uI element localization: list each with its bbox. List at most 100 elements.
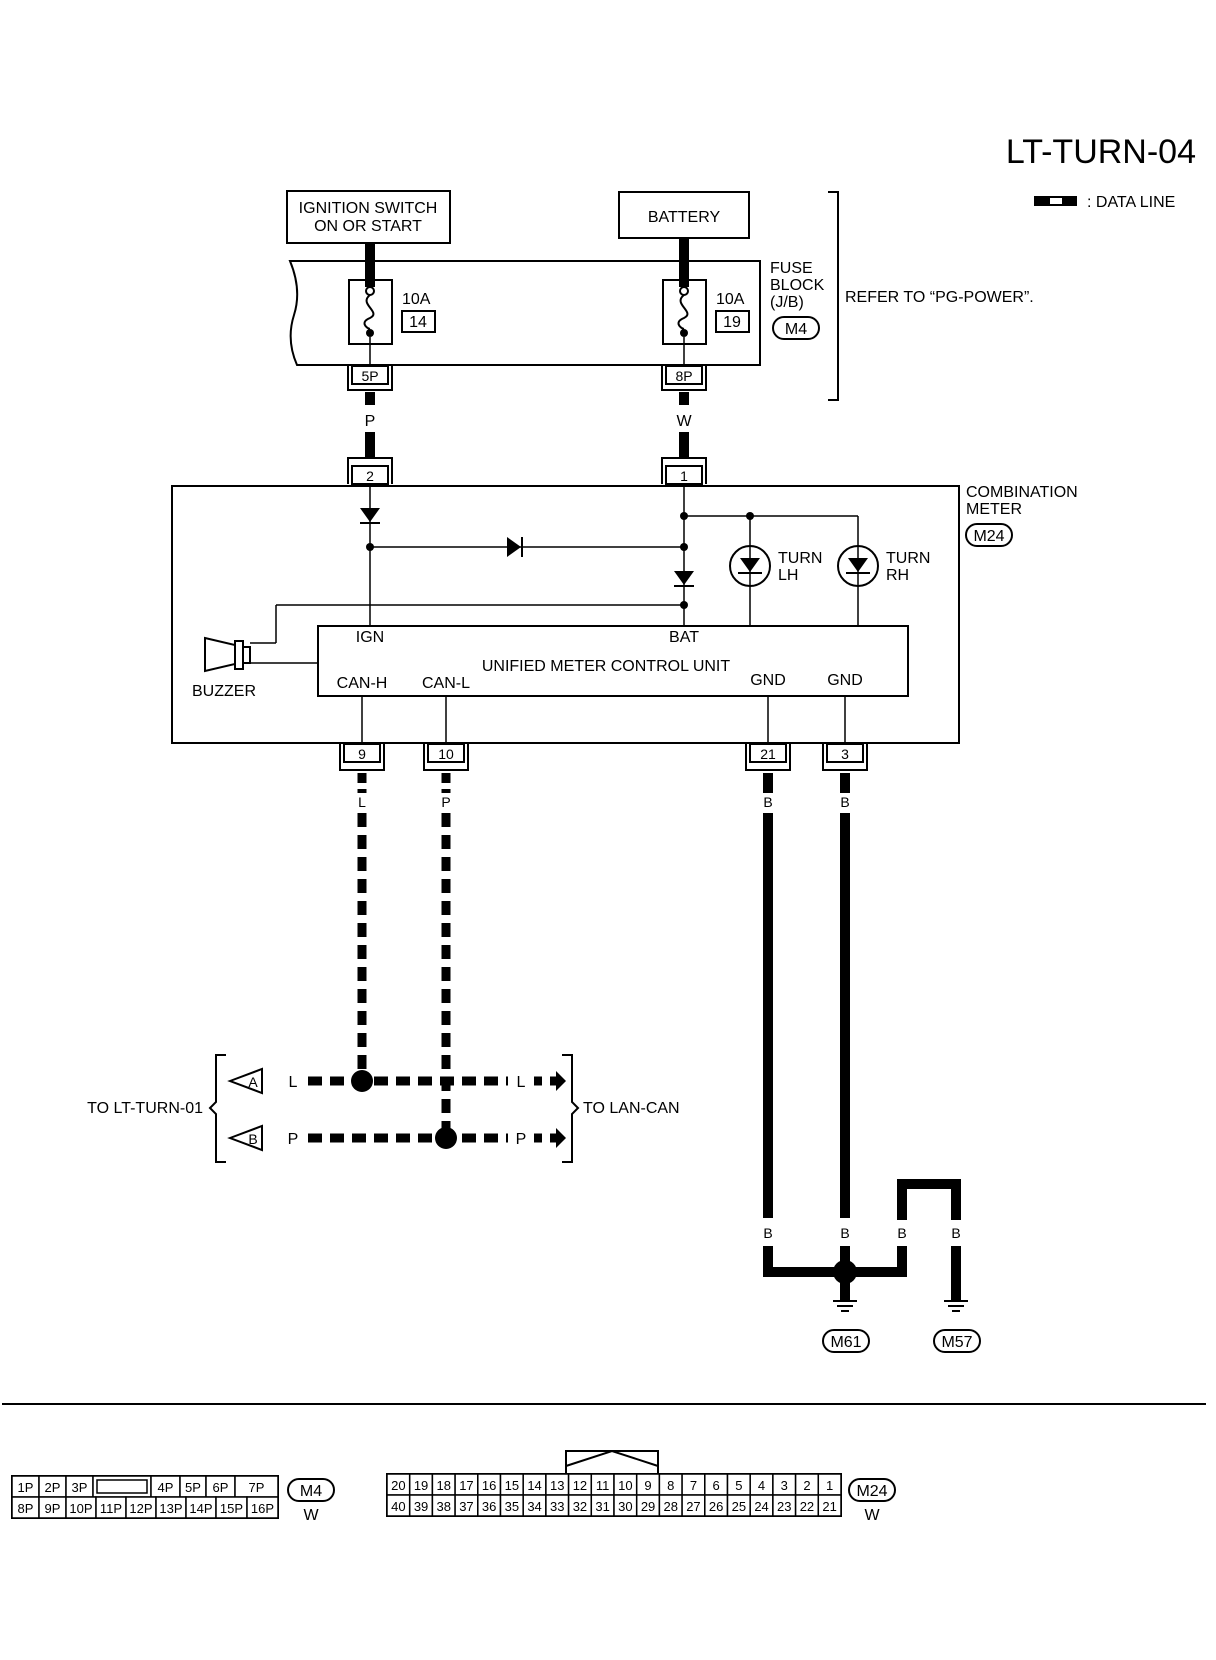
m4-bottom-pin-label: 11P bbox=[100, 1501, 122, 1516]
m4-bottom-pin-label: 14P bbox=[189, 1501, 212, 1516]
m24-bottom-cavity bbox=[817, 1494, 842, 1517]
fuse-block-connector: M4 bbox=[785, 321, 807, 338]
ground-m57-label: M57 bbox=[941, 1334, 972, 1351]
meter-terminal-9: 9 bbox=[339, 743, 385, 771]
fuse-block-connector-tag: M4 bbox=[772, 316, 820, 340]
m24-top-pin-label: 12 bbox=[573, 1478, 587, 1493]
m24-top-pin-label: 9 bbox=[644, 1478, 651, 1493]
meter-terminal-2-label: 2 bbox=[366, 468, 374, 484]
ground-symbol-m61: M61 bbox=[822, 1300, 870, 1353]
m24-bottom-pin-label: 35 bbox=[505, 1499, 519, 1514]
fuse-block-label-2: BLOCK bbox=[770, 277, 825, 294]
fuse-block-label-1: FUSE bbox=[770, 260, 813, 277]
m24-top-pin-label: 4 bbox=[758, 1478, 765, 1493]
meter-label-2: METER bbox=[966, 501, 1022, 518]
m4-top-pin-label: 2P bbox=[45, 1480, 61, 1495]
turn-lh-indicator: TURN LH bbox=[729, 545, 822, 587]
meter-terminal-10-label: 10 bbox=[438, 746, 454, 762]
buzzer-label: BUZZER bbox=[192, 683, 256, 700]
fuse-19-number: 19 bbox=[723, 314, 741, 331]
combination-meter-box bbox=[171, 485, 960, 744]
meter-terminal-21: 21 bbox=[745, 743, 791, 771]
m4-bottom-pin-label: 10P bbox=[69, 1501, 92, 1516]
terminal-5p-label: 5P bbox=[361, 368, 378, 384]
can-a-arrow bbox=[556, 1071, 566, 1091]
data-line-legend: : DATA LINE bbox=[1034, 194, 1175, 211]
fuse-block-label-3: (J/B) bbox=[770, 294, 804, 311]
m24-top-pin-label: 17 bbox=[459, 1478, 473, 1493]
turn-rh-label-1: TURN bbox=[886, 550, 930, 567]
m4-top-pin-label: 7P bbox=[249, 1480, 265, 1495]
can-b-tag bbox=[227, 1124, 263, 1152]
m24-top-pin-label: 7 bbox=[690, 1478, 697, 1493]
fuse-19: 10A 19 bbox=[662, 262, 750, 365]
pin-gnd-2: GND bbox=[827, 672, 863, 689]
wire-w-label: W bbox=[676, 413, 692, 430]
m24-bottom-pin-label: 39 bbox=[414, 1499, 428, 1514]
meter-terminal-3-label: 3 bbox=[841, 746, 849, 762]
m24-bottom-pin-label: 31 bbox=[595, 1499, 609, 1514]
can-a-wire-left: L bbox=[289, 1074, 298, 1091]
pin-can-h: CAN-H bbox=[337, 675, 388, 692]
m4-top-blank-cavity bbox=[96, 1479, 148, 1494]
can-b-tag-label: B bbox=[248, 1131, 257, 1147]
legend-label: : DATA LINE bbox=[1087, 194, 1175, 211]
ground-section: B B B B M61 M57 bbox=[763, 1179, 981, 1353]
meter-connector: M24 bbox=[973, 528, 1004, 545]
m24-bottom-pin-label: 27 bbox=[686, 1499, 700, 1514]
meter-terminal-1-label: 1 bbox=[680, 468, 688, 484]
m24-top-pin-label: 5 bbox=[735, 1478, 742, 1493]
m4-bottom-pin-label: 16P bbox=[251, 1501, 274, 1516]
m24-top-pin-label: 18 bbox=[437, 1478, 451, 1493]
refer-label: REFER TO “PG-POWER”. bbox=[845, 289, 1034, 306]
m4-bottom-pin-label: 9P bbox=[45, 1501, 61, 1516]
fuse-19-amp: 10A bbox=[716, 291, 745, 308]
m24-bottom-pin-label: 40 bbox=[391, 1499, 405, 1514]
data-line-swatch-gap bbox=[1050, 198, 1062, 204]
pin-bat: BAT bbox=[669, 629, 699, 646]
m24-bottom-pin-label: 23 bbox=[777, 1499, 791, 1514]
m24-top-pin-label: 14 bbox=[527, 1478, 541, 1493]
meter-terminal-10: 10 bbox=[423, 743, 469, 771]
m24-top-pin-label: 1 bbox=[826, 1478, 833, 1493]
m4-bottom-cavity bbox=[246, 1496, 279, 1519]
pin-gnd-1: GND bbox=[750, 672, 786, 689]
m24-bottom-pin-label: 25 bbox=[732, 1499, 746, 1514]
m24-bottom-pin-label: 33 bbox=[550, 1499, 564, 1514]
ignition-label-2: ON OR START bbox=[314, 218, 422, 235]
turn-lh-label-2: LH bbox=[778, 567, 798, 584]
ignition-switch-box: IGNITION SWITCH ON OR START bbox=[286, 190, 451, 244]
gnd-wire-label-1: B bbox=[763, 1225, 772, 1241]
battery-label: BATTERY bbox=[648, 209, 721, 226]
m24-top-pin-label: 15 bbox=[505, 1478, 519, 1493]
m24-top-pin-label: 10 bbox=[618, 1478, 632, 1493]
meter-connector-tag: M24 bbox=[965, 523, 1013, 547]
fuse-14-amp: 10A bbox=[402, 291, 431, 308]
m24-bottom-pin-label: 22 bbox=[800, 1499, 814, 1514]
fuse-14-number: 14 bbox=[409, 314, 427, 331]
meter-internal-wiring bbox=[250, 486, 859, 664]
m4-top-pin-label: 1P bbox=[18, 1480, 34, 1495]
m24-top-pin-label: 13 bbox=[550, 1478, 564, 1493]
m24-top-pin-label: 16 bbox=[482, 1478, 496, 1493]
m24-bottom-pin-label: 32 bbox=[573, 1499, 587, 1514]
terminal-8p: 8P bbox=[661, 365, 707, 391]
m24-top-pin-label: 3 bbox=[781, 1478, 788, 1493]
m24-top-pin-label: 20 bbox=[391, 1478, 405, 1493]
m24-bottom-pin-label: 34 bbox=[527, 1499, 541, 1514]
turn-rh-label-2: RH bbox=[886, 567, 909, 584]
can-a-left-gap bbox=[280, 1071, 306, 1091]
can-b-wire-left: P bbox=[288, 1131, 299, 1148]
m4-top-pin-label: 6P bbox=[213, 1480, 229, 1495]
turn-rh-indicator: TURN RH bbox=[837, 545, 930, 587]
m4-bottom-pin-label: 13P bbox=[159, 1501, 182, 1516]
can-a-wire-right: L bbox=[517, 1074, 526, 1091]
meter-terminal-21-label: 21 bbox=[760, 746, 776, 762]
m4-bottom-pin-label: 12P bbox=[129, 1501, 152, 1516]
m24-name: M24 bbox=[856, 1483, 887, 1500]
gnd-wire-label-2: B bbox=[840, 1225, 849, 1241]
ground-symbol-m57: M57 bbox=[933, 1300, 981, 1353]
